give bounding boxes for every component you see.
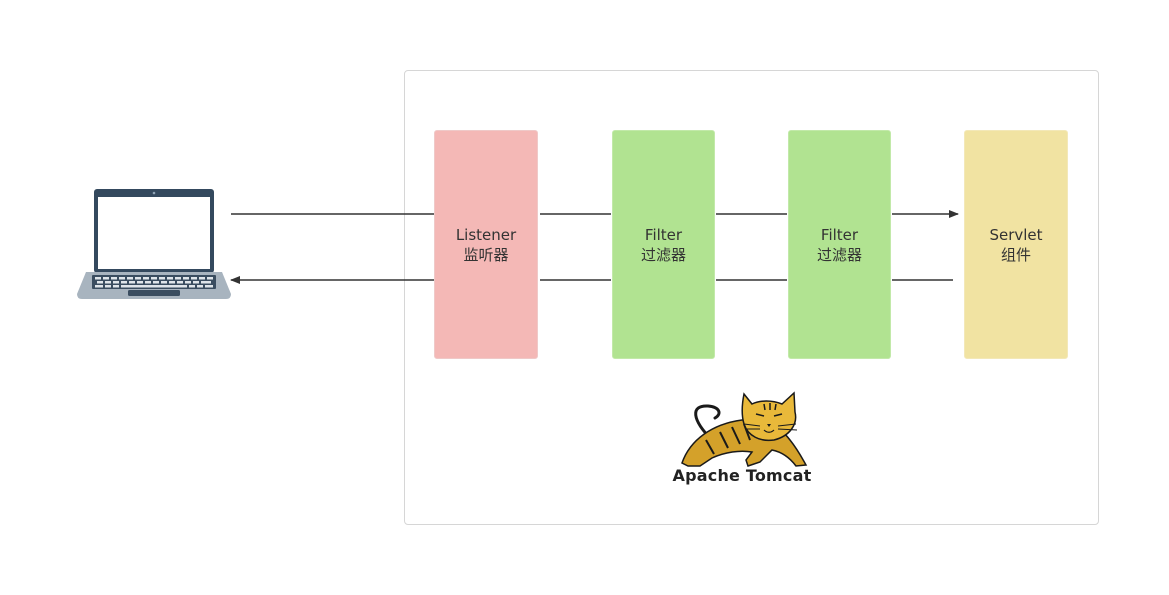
tomcat-logo-label: Apache Tomcat <box>672 466 812 485</box>
listener-name: Listener <box>455 225 517 244</box>
filter-1-name: Filter <box>644 225 683 244</box>
listener-block: Listener 监听器 <box>434 130 538 359</box>
servlet-subtitle: 组件 <box>1000 245 1031 264</box>
laptop-icon <box>77 189 231 299</box>
servlet-block: Servlet 组件 <box>964 130 1068 359</box>
filter-block-1: Filter 过滤器 <box>612 130 715 359</box>
filter-2-subtitle: 过滤器 <box>816 245 862 264</box>
servlet-name: Servlet <box>989 225 1043 244</box>
listener-subtitle: 监听器 <box>463 245 509 264</box>
filter-2-name: Filter <box>820 225 859 244</box>
filter-block-2: Filter 过滤器 <box>788 130 891 359</box>
filter-1-subtitle: 过滤器 <box>640 245 686 264</box>
